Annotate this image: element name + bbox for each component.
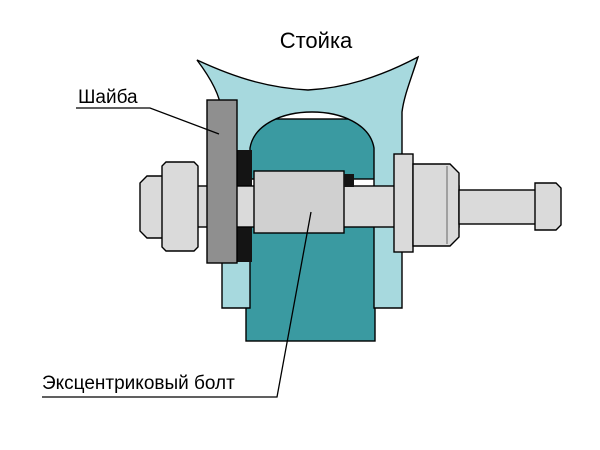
leader-line-eccentric — [42, 211, 312, 398]
nut — [412, 163, 460, 247]
strut-title-label: Стойка — [280, 28, 353, 53]
eccentric-bolt-label: Эксцентриковый болт — [42, 373, 235, 394]
strut-fork — [196, 55, 420, 309]
right-flange — [393, 153, 414, 253]
bolt-left-tip — [139, 175, 165, 239]
eccentric-notch — [344, 174, 354, 187]
bolt-threaded-tip — [534, 182, 562, 231]
strut-lower-block — [245, 223, 376, 342]
strut-upper-block — [248, 118, 376, 180]
washer-plate — [206, 99, 238, 264]
eccentric-cam — [253, 170, 345, 234]
bolt-right-shaft — [458, 189, 538, 225]
washer-label: Шайба — [78, 87, 138, 108]
leader-line-washer — [76, 107, 220, 135]
bolt-head — [161, 161, 199, 252]
